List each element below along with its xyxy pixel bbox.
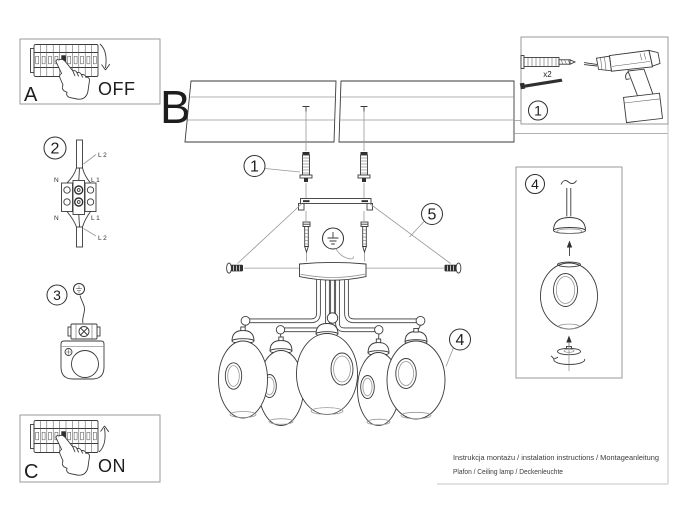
wall-plug-icon (520, 55, 577, 69)
step-1-badge: 1 (528, 100, 548, 121)
cable-icon (560, 180, 577, 217)
canopy-base-icon (60, 340, 105, 380)
lamp-shade (218, 326, 268, 419)
terminal-block-icon (61, 139, 97, 248)
wire-label-n-top: N (54, 177, 59, 184)
panel-wiring: 2 L 2 N L 1 N L 1 L 2 (43, 136, 107, 248)
wire-label-l1-bottom: L 1 (91, 215, 100, 222)
side-screw-right-icon (366, 262, 462, 274)
step-2-number: 2 (51, 141, 60, 158)
step-3-number: 3 (53, 287, 61, 303)
panel-shade-assembly: 4 (515, 166, 623, 379)
ground-symbol-small (73, 283, 85, 295)
ground-symbol (322, 227, 354, 260)
arrow-up-icon (98, 425, 110, 453)
switch-state-off: OFF (98, 79, 136, 99)
ground-clamp-icon (67, 323, 101, 340)
wire-label-l2-top: L 2 (98, 152, 107, 159)
panel-c-letter: C (24, 461, 38, 483)
projection-line-left (237, 203, 303, 264)
panel-tools: x2 1 (519, 36, 669, 125)
arrow-down-icon (99, 43, 111, 71)
wall-anchor-icon (299, 151, 371, 183)
switch-state-on: ON (98, 456, 126, 476)
footer-line-1: Instrukcja montażu / instalation instruc… (453, 453, 659, 462)
wire-label-l1-top: L 1 (91, 177, 100, 184)
step-2-badge: 2 (43, 136, 67, 160)
rotate-arrow-icon (550, 342, 586, 371)
footer: Instrukcja montażu / instalation instruc… (453, 453, 659, 476)
label-leader (83, 154, 97, 237)
mounting-bracket-icon (298, 198, 373, 211)
canopy-icon (299, 261, 367, 281)
projection-line-right (369, 203, 451, 264)
step-4-number: 4 (531, 176, 539, 192)
callout-5-number: 5 (428, 207, 437, 224)
drill-marks (302, 106, 368, 262)
callout-1-number: 1 (250, 159, 259, 176)
socket-dome-icon (553, 217, 586, 234)
side-screw-left-icon (226, 262, 299, 274)
arrow-up-icon (566, 240, 573, 256)
footer-line-2: Plafon / Ceiling lamp / Deckenleuchte (453, 467, 563, 476)
lamp-shade (386, 328, 446, 420)
section-letter-b: B (160, 81, 191, 133)
wire-label-n-bottom: N (54, 215, 59, 222)
step-3-badge: 3 (46, 284, 68, 306)
panel-c: ON C (19, 414, 161, 483)
panel-a-letter: A (24, 84, 38, 106)
main-diagram: B 1 (160, 80, 668, 426)
screw-icon (519, 78, 563, 90)
step-4-badge: 4 (525, 174, 545, 194)
anchor-quantity: x2 (543, 70, 552, 79)
step-1-number: 1 (534, 103, 542, 119)
wire-label-l2-bottom: L 2 (98, 235, 107, 242)
callout-4: 4 (445, 328, 471, 367)
callout-4-number: 4 (456, 332, 465, 349)
callout-5: 5 (409, 203, 443, 238)
lamp-shade (296, 323, 358, 415)
ground-wire (79, 295, 85, 324)
panel-a: OFF A (19, 38, 161, 106)
panel-ground: 3 (46, 283, 105, 380)
glass-shade-icon (540, 261, 598, 330)
drill-icon (583, 49, 664, 124)
sheet-border (437, 124, 669, 485)
callout-1: 1 (243, 155, 301, 177)
